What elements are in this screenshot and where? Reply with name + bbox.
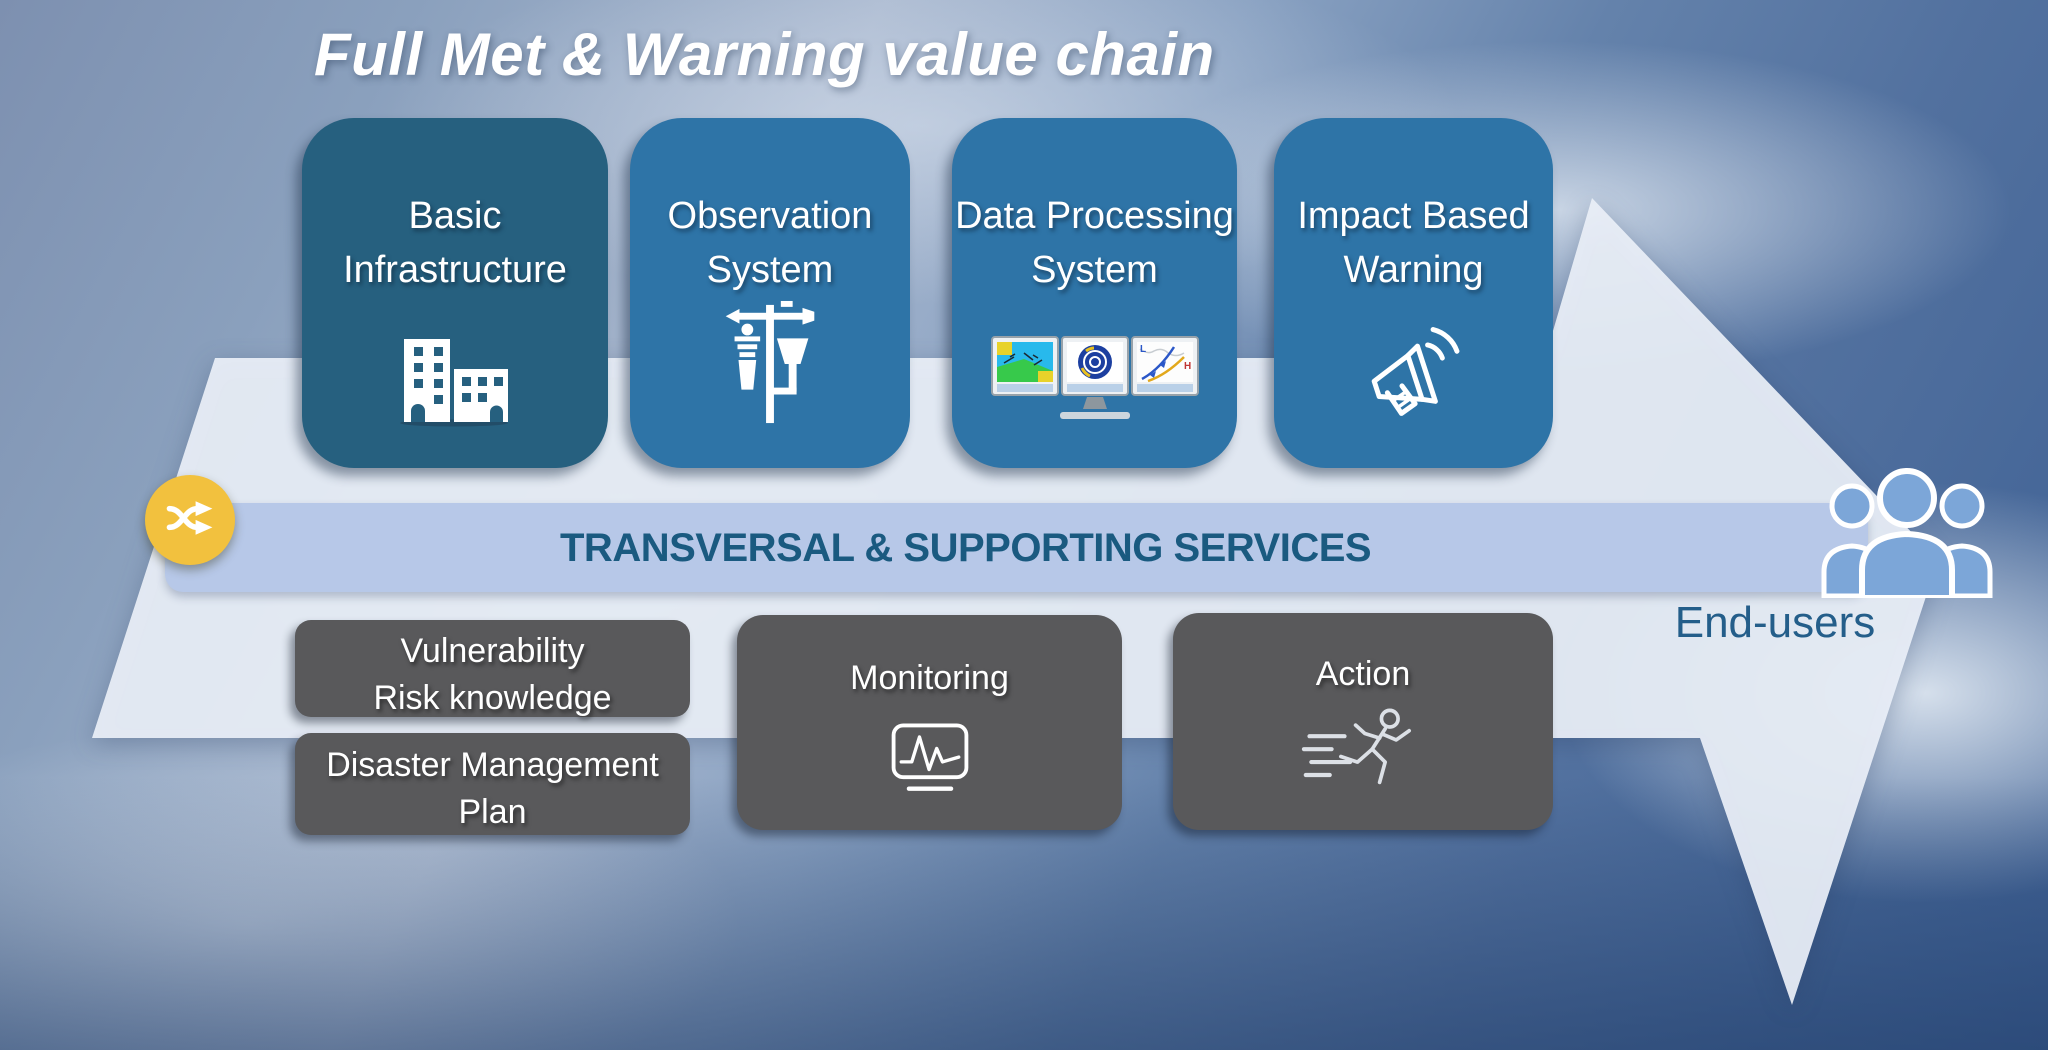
chain-box-label: Data Processing System	[955, 195, 1234, 291]
support-box-vulnerability-risk: Vulnerability Risk knowledge	[295, 620, 690, 717]
support-box-monitoring: Monitoring	[737, 615, 1122, 830]
support-box-disaster-management-plan: Disaster Management Plan	[295, 733, 690, 835]
page-title: Full Met & Warning value chain	[314, 21, 1215, 88]
weather-station-icon	[724, 299, 816, 432]
chain-box-data-processing-system: Data Processing System	[952, 118, 1237, 468]
monitor-pulse-icon	[884, 721, 976, 802]
chain-box-label: Basic Infrastructure	[343, 195, 567, 291]
buildings-icon	[390, 335, 520, 432]
chain-box-observation-system: Observation System	[630, 118, 910, 468]
support-box-label: Disaster Management Plan	[326, 746, 659, 831]
support-box-action: Action	[1173, 613, 1553, 830]
svg-text:L: L	[1140, 344, 1146, 355]
transversal-band-label: TRANSVERSAL & SUPPORTING SERVICES	[560, 526, 1372, 570]
shuffle-badge	[145, 475, 235, 565]
support-box-label: Monitoring	[850, 659, 1009, 697]
chain-box-impact-based-warning: Impact Based Warning	[1274, 118, 1553, 468]
chain-box-label: Impact Based Warning	[1297, 195, 1530, 291]
support-box-label: Action	[1315, 655, 1411, 693]
svg-text:H: H	[1184, 361, 1191, 372]
support-box-label: Vulnerability Risk knowledge	[373, 632, 612, 717]
megaphone-icon	[1353, 327, 1475, 432]
running-person-icon	[1297, 703, 1429, 804]
chain-box-label: Observation System	[667, 195, 873, 291]
shuffle-icon	[162, 490, 218, 551]
weather-monitors-icon: L H	[989, 335, 1201, 432]
chain-box-basic-infrastructure: Basic Infrastructure	[302, 118, 608, 468]
transversal-band	[165, 503, 1868, 592]
people-group-icon	[1812, 466, 2002, 601]
end-users-label: End-users	[1674, 598, 1876, 647]
